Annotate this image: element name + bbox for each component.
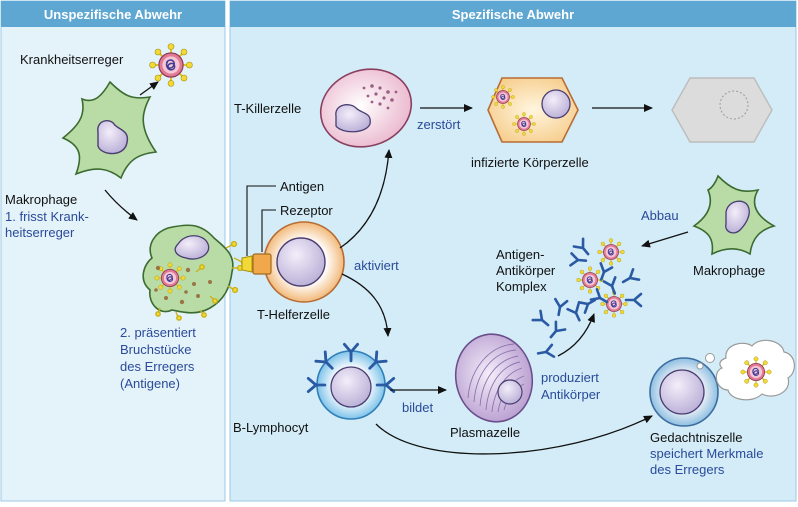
label-makrophage-left: Makrophage [5,192,77,207]
label-komplex-line3: Komplex [496,279,547,294]
pathogen-top [148,42,194,88]
label-produziert-line1: produziert [541,370,599,385]
label-b-lymphocyt: B-Lymphocyt [233,420,309,435]
label-t-helferzelle: T-Helferzelle [257,307,330,322]
label-produziert-line2: Antikörper [541,387,601,402]
label-zerstoert: zerstört [417,117,461,132]
label-aktiviert: aktiviert [354,258,399,273]
thought-bubble [696,339,795,401]
label-frisst-line2: heitserreger [5,225,75,240]
macrophage-presenting [142,224,248,321]
label-praesentiert-line2: Bruchstücke [120,342,192,357]
label-komplex-line2: Antikörper [496,263,556,278]
memory-cell [649,357,719,427]
infected-body-cell [487,77,579,143]
label-antigen: Antigen [280,179,324,194]
t-helper-cell [241,221,345,303]
destroyed-cell [671,77,773,143]
macrophage-right [692,174,777,256]
macrophage-1 [61,80,158,180]
label-makrophage-right: Makrophage [693,263,765,278]
label-speichert-line2: des Erregers [650,462,725,477]
label-krankheitserreger: Krankheitserreger [20,52,124,67]
right-panel-title: Spezifische Abwehr [452,7,574,22]
label-praesentiert-line3: des Erregers [120,359,195,374]
label-rezeptor: Rezeptor [280,203,333,218]
label-bildet: bildet [402,400,433,415]
label-komplex-line1: Antigen- [496,247,544,262]
label-infizierte-koerperzelle: infizierte Körperzelle [471,155,589,170]
label-praesentiert-line4: (Antigene) [120,376,180,391]
label-t-killerzelle: T-Killerzelle [234,101,301,116]
label-abbau: Abbau [641,208,679,223]
label-speichert-line1: speichert Merkmale [650,446,763,461]
left-panel-title: Unspezifische Abwehr [44,7,182,22]
plasma-cell [454,333,534,423]
b-lymphocyte [306,342,396,420]
t-killer-cell [319,68,413,148]
label-gedaechtniszelle: Gedachtniszelle [650,430,743,445]
label-frisst-line1: 1. frisst Krank- [5,209,89,224]
label-plasmazelle: Plasmazelle [450,425,520,440]
label-praesentiert-line1: 2. präsentiert [120,325,196,340]
